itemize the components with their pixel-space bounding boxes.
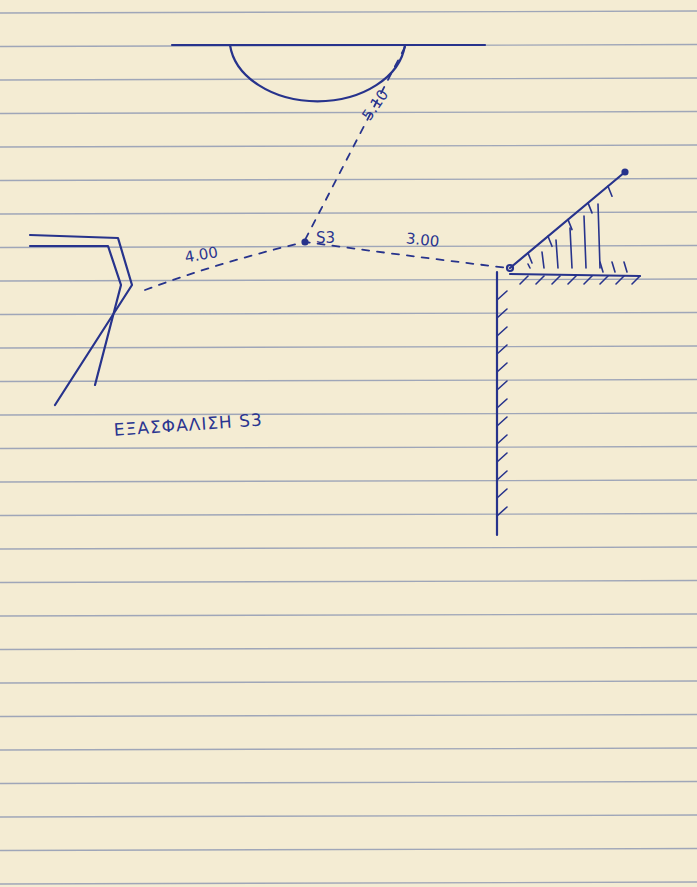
ruled-line	[0, 179, 697, 181]
hatch-mark	[497, 489, 507, 498]
hatch-mark	[497, 381, 507, 390]
dashed-measure	[305, 47, 405, 240]
hatch-mark	[497, 453, 507, 462]
wall-hatching	[497, 186, 640, 516]
dashed-measure	[145, 242, 508, 290]
hatch-mark	[600, 262, 603, 272]
ruled-line	[0, 547, 697, 549]
ruled-line	[0, 882, 697, 884]
hatch-mark	[497, 327, 507, 336]
building-outline	[30, 246, 121, 385]
dimension-label: 4.00	[182, 244, 222, 267]
ruled-line	[0, 145, 697, 147]
ruled-line	[0, 514, 697, 516]
dimension-label: 3.00	[403, 230, 442, 251]
ruled-line	[0, 748, 697, 750]
ruled-line	[0, 112, 697, 114]
hatch-mark	[568, 220, 572, 230]
hatch-mark	[600, 276, 608, 284]
hatch-mark	[584, 276, 592, 284]
hatch-mark	[497, 507, 507, 516]
boundary-line	[172, 44, 485, 46]
dimension-label: S3	[314, 230, 337, 247]
hatch-mark	[568, 276, 576, 284]
hatch-mark	[520, 276, 528, 284]
hatch-mark	[497, 345, 507, 354]
ruled-line	[0, 581, 697, 583]
ruled-line	[0, 782, 697, 784]
hatch-mark	[608, 186, 612, 196]
ruled-line	[0, 815, 697, 817]
hatch-mark	[552, 276, 560, 284]
end-point	[623, 170, 628, 175]
hatch-mark	[528, 253, 532, 263]
ruled-line	[0, 715, 697, 717]
ruled-line	[0, 78, 697, 80]
hatch-mark	[497, 417, 507, 426]
hatch-mark	[497, 309, 507, 318]
ruled-line	[0, 648, 697, 650]
hatch-mark	[542, 252, 544, 268]
ruled-line	[0, 849, 697, 851]
note-text: ΕΞΑΣΦΑΛΙΣΗ S3	[111, 407, 266, 443]
hatch-mark	[497, 471, 507, 480]
building-outline	[30, 235, 132, 405]
ruled-line	[0, 279, 697, 281]
hatch-mark	[570, 228, 572, 268]
ruled-line	[0, 313, 697, 315]
hatch-mark	[536, 276, 544, 284]
hatch-mark	[497, 435, 507, 444]
wall-line	[510, 274, 640, 276]
hatch-mark	[497, 363, 507, 372]
hatch-mark	[616, 276, 624, 284]
ruled-line	[0, 681, 697, 683]
hatch-mark	[497, 291, 507, 300]
hatch-mark	[548, 236, 552, 246]
ruled-line	[0, 11, 697, 13]
ruled-lines	[0, 11, 697, 884]
wall-line	[496, 272, 498, 535]
hatch-mark	[588, 203, 592, 213]
ruled-line	[0, 45, 697, 47]
hatch-mark	[624, 262, 627, 272]
wall-line	[510, 172, 625, 268]
ruled-line	[0, 480, 697, 482]
hatch-mark	[598, 204, 600, 268]
hatch-mark	[612, 262, 615, 272]
ruled-line	[0, 380, 697, 382]
station-point	[303, 240, 308, 245]
ruled-line	[0, 614, 697, 616]
hatch-mark	[632, 276, 640, 284]
hatch-mark	[528, 264, 530, 268]
ruled-line	[0, 447, 697, 449]
hatch-mark	[584, 216, 586, 268]
ruled-line	[0, 413, 697, 415]
hatch-mark	[497, 399, 507, 408]
hatch-mark	[556, 240, 558, 268]
